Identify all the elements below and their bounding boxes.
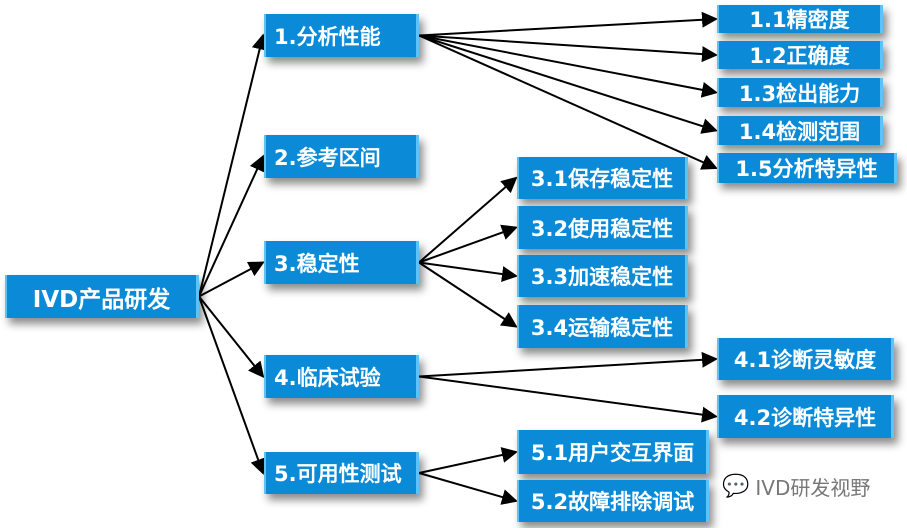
node-transport-stability: 3.4运输稳定性 (517, 305, 688, 348)
node-user-interface: 5.1用户交互界面 (517, 430, 709, 474)
node-detection-capability: 1.3检出能力 (717, 78, 883, 107)
arrow (418, 34, 718, 170)
node-stability: 3.稳定性 (264, 241, 419, 284)
node-storage-stability: 3.1保存稳定性 (517, 157, 688, 199)
arrow (418, 34, 718, 63)
node-measuring-range: 1.4检测范围 (717, 116, 883, 145)
arrow (418, 224, 518, 264)
node-trueness: 1.2正确度 (717, 41, 883, 69)
node-in-use-stability: 3.2使用稳定性 (517, 206, 688, 249)
node-diagnostic-specificity: 4.2诊断特异性 (717, 395, 894, 438)
arrow (198, 33, 268, 297)
arrow (418, 261, 518, 282)
node-usability-test: 5.可用性测试 (264, 452, 419, 494)
arrow (198, 296, 266, 475)
node-troubleshooting: 5.2故障排除调试 (517, 480, 709, 522)
arrow (418, 375, 718, 423)
node-clinical-trial: 4.临床试验 (264, 355, 419, 398)
node-accelerated-stability: 3.3加速稳定性 (517, 255, 688, 297)
arrow (418, 261, 518, 328)
node-analytical-specificity: 1.5分析特异性 (717, 153, 897, 183)
root-node: IVD产品研发 (5, 275, 199, 318)
arrow (418, 447, 518, 474)
node-analytical-performance: 1.分析性能 (264, 14, 419, 57)
arrow (418, 176, 518, 264)
arrow (198, 295, 265, 379)
arrow (418, 34, 718, 98)
wechat-icon: 💬 (722, 474, 750, 499)
watermark: 💬 IVD研发视野 (722, 472, 870, 501)
node-reference-interval: 2.参考区间 (264, 135, 419, 178)
arrow (418, 472, 518, 505)
arrow (198, 261, 265, 298)
watermark-text: IVD研发视野 (755, 476, 871, 500)
node-diagnostic-sensitivity: 4.1诊断灵敏度 (717, 338, 894, 380)
arrow (418, 11, 718, 37)
arrow (418, 351, 718, 378)
arrow (418, 34, 718, 134)
node-precision: 1.1精密度 (717, 5, 883, 33)
arrow (198, 154, 265, 297)
